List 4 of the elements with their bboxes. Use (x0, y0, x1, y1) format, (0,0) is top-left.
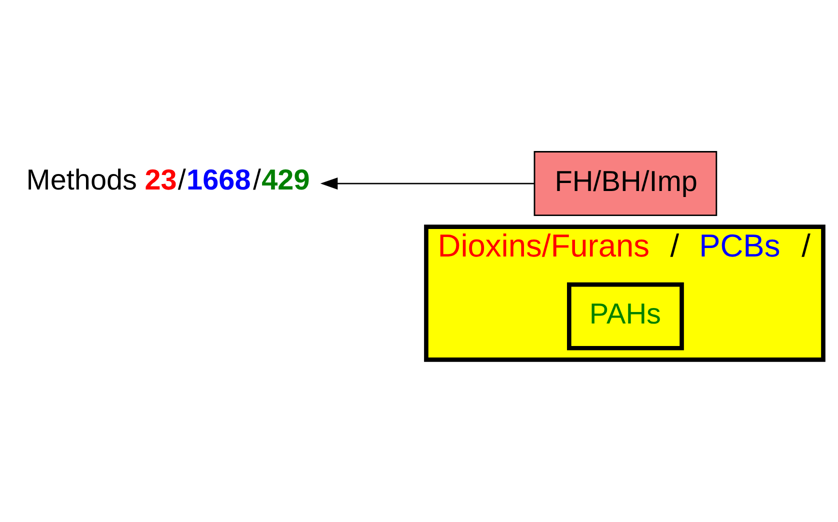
node-box: FH/BH/Imp (534, 150, 718, 216)
node-text: Methods 23/1668/429 (26, 164, 310, 196)
node-box: PAHs (566, 282, 684, 350)
arrow (320, 176, 534, 190)
